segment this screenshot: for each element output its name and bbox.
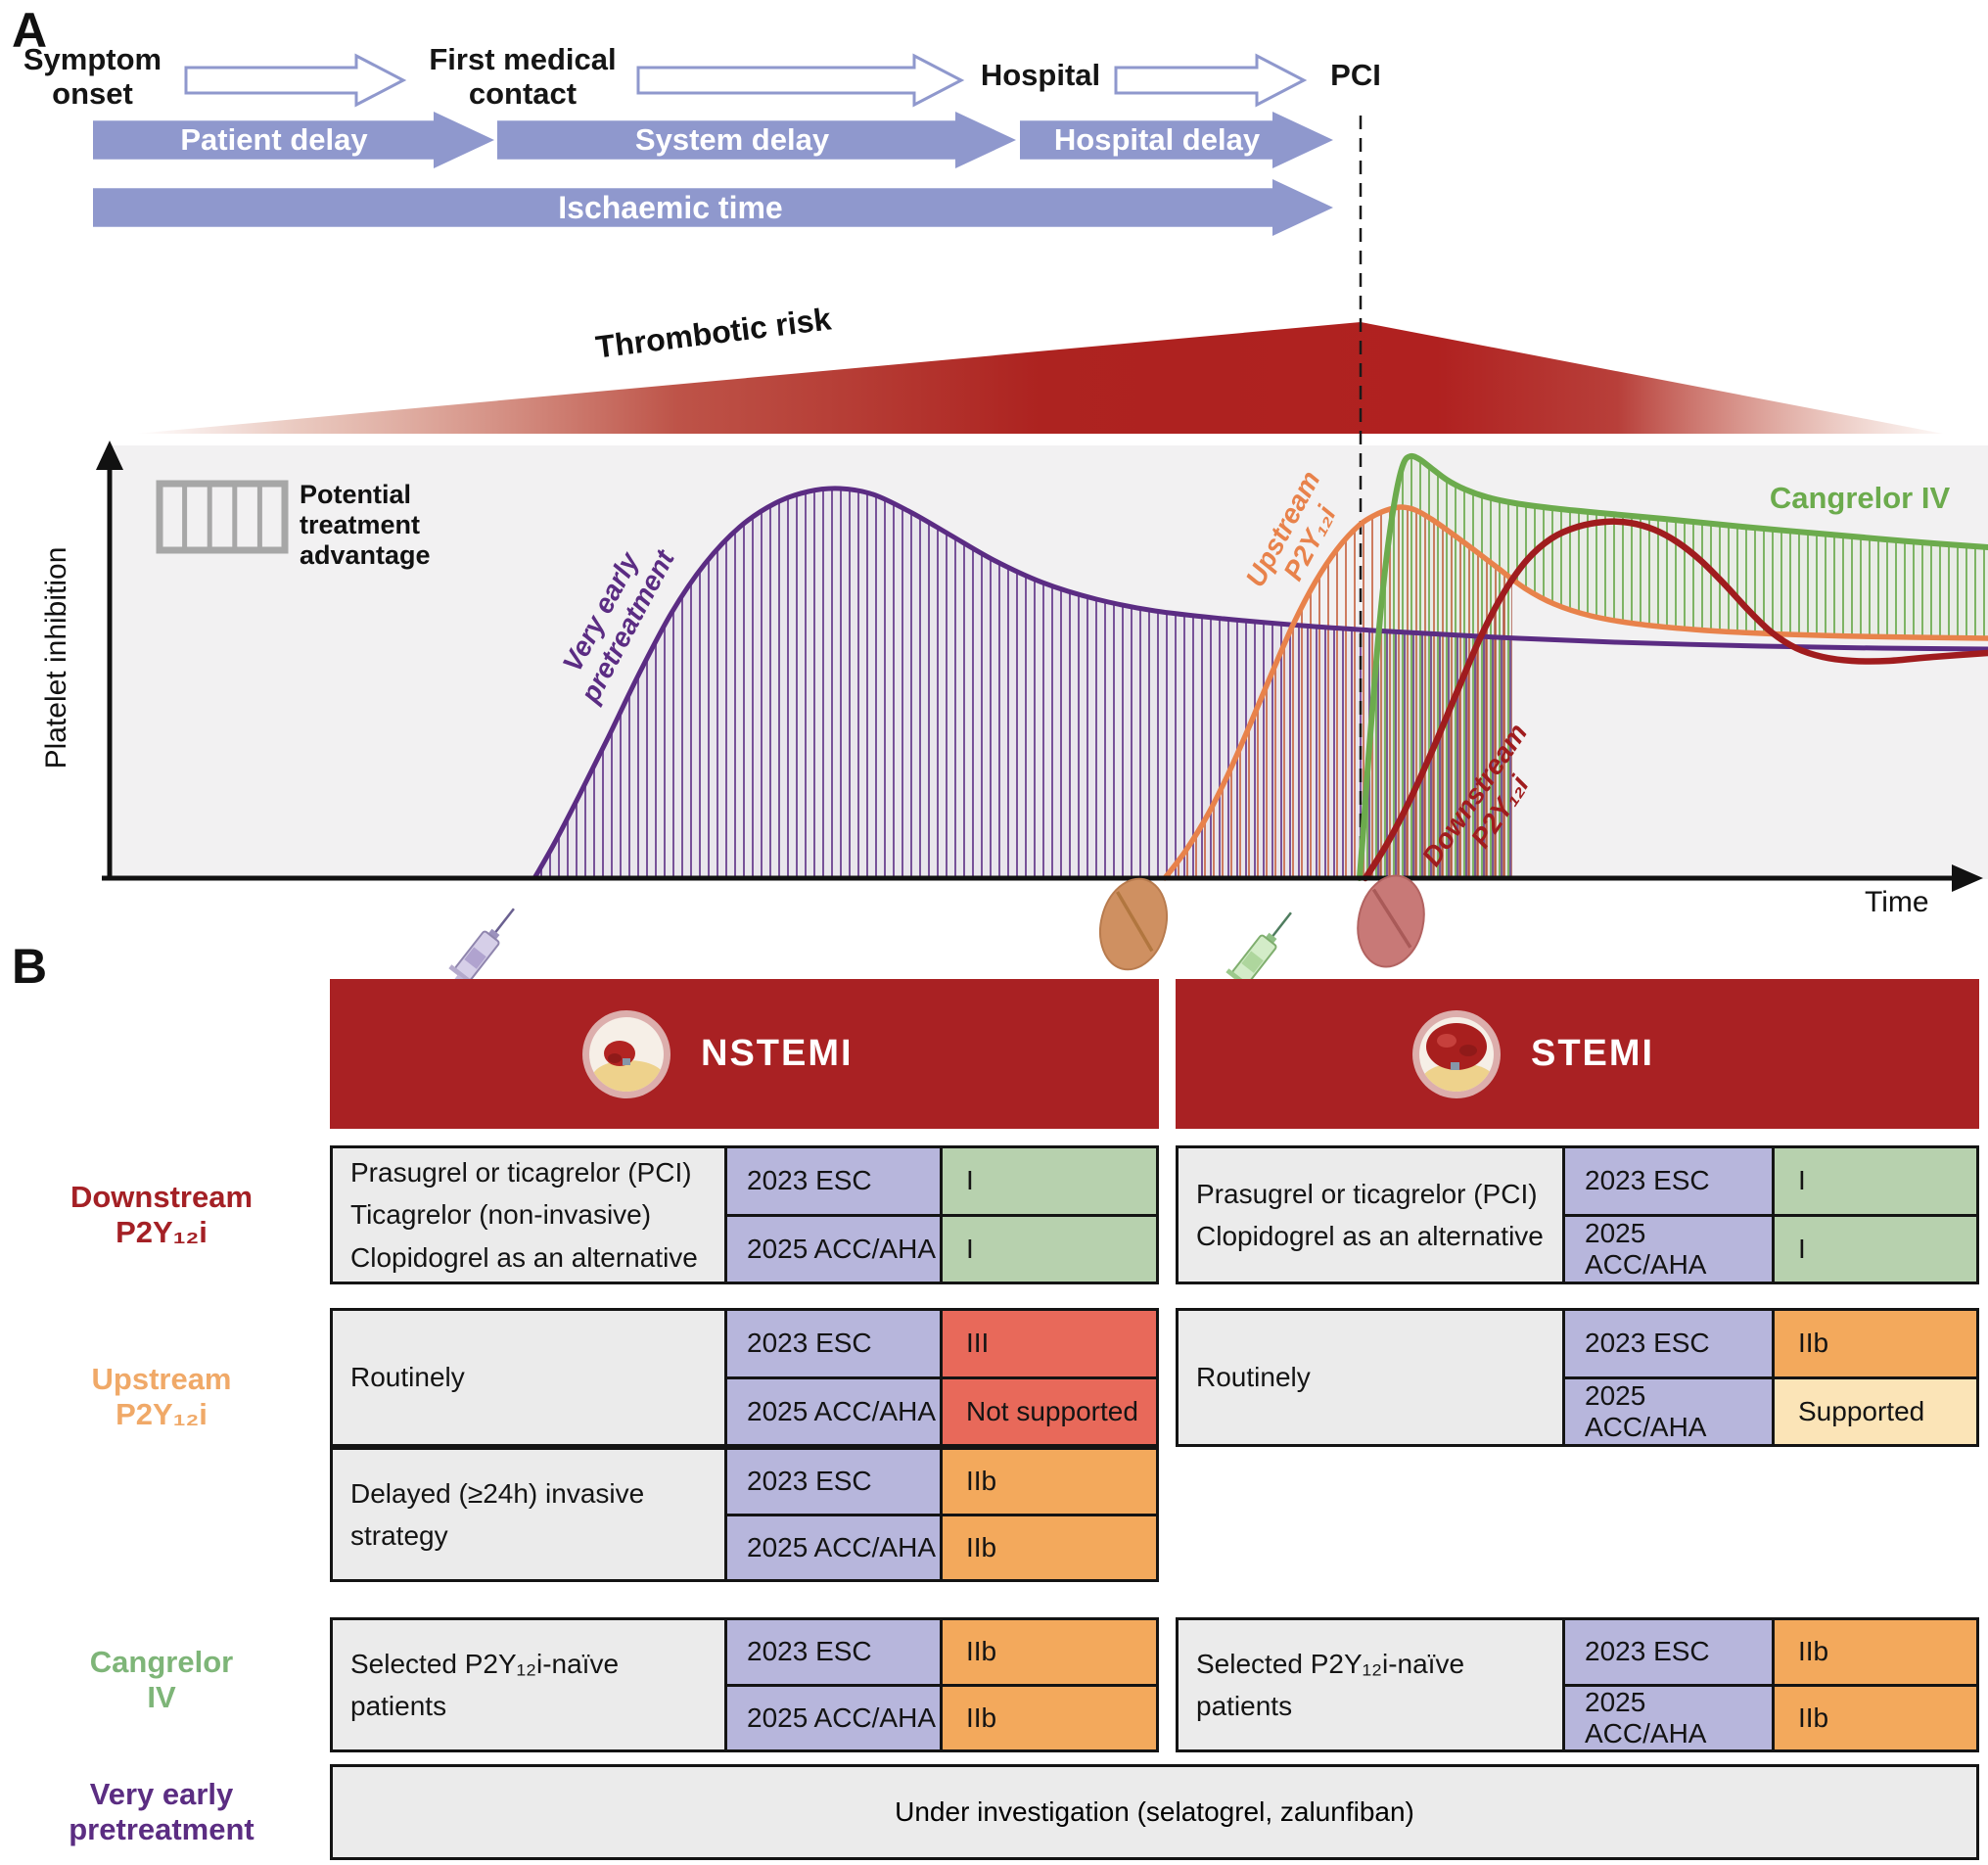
cangrelor-curve-label: Cangrelor IV — [1769, 481, 1951, 515]
nstemi-artery-icon — [582, 1009, 670, 1098]
guideline-cell: 2023 ESC — [1565, 1148, 1772, 1214]
guideline-cell: 2025 ACC/AHA — [1565, 1378, 1772, 1444]
rating-cell: IIb — [1775, 1686, 1976, 1749]
rating-cell: IIb — [943, 1450, 1156, 1514]
guideline-cell: 2025 ACC/AHA — [1565, 1216, 1772, 1282]
guideline-cell: 2025 ACC/AHA — [727, 1216, 940, 1282]
table-row: Prasugrel or ticagrelor (PCI) Ticagrelor… — [330, 1145, 1159, 1284]
system-delay-arrow-label: System delay — [634, 122, 830, 157]
nstemi-upstream-delayed-desc: Delayed (≥24h) invasive strategy — [333, 1450, 724, 1579]
nstemi-upstream-routinely-desc: Routinely — [333, 1311, 724, 1444]
guideline-cell: 2023 ESC — [1565, 1311, 1772, 1376]
nstemi-downstream-desc: Prasugrel or ticagrelor (PCI) Ticagrelor… — [333, 1148, 724, 1282]
guideline-cell: 2023 ESC — [727, 1311, 940, 1376]
guideline-cell: 2023 ESC — [727, 1450, 940, 1514]
guideline-cell: 2025 ACC/AHA — [727, 1378, 940, 1444]
rating-cell: I — [943, 1148, 1156, 1214]
stemi-header-label: STEMI — [1531, 1033, 1655, 1074]
platelet-inhibition-curves — [532, 452, 1988, 882]
under-investigation-cell: Under investigation (selatogrel, zalunfi… — [333, 1767, 1976, 1857]
x-axis-label: Time — [1865, 886, 1929, 918]
guideline-cell: 2023 ESC — [727, 1148, 940, 1214]
table-row: Routinely 2023 ESC III 2025 ACC/AHA Not … — [330, 1308, 1159, 1447]
stemi-artery-icon — [1412, 1009, 1501, 1098]
table-row: Selected P2Y₁₂i-naïve patients 2023 ESC … — [1176, 1617, 1979, 1752]
table-row: Prasugrel or ticagrelor (PCI) Clopidogre… — [1176, 1145, 1979, 1284]
delay-arrows — [93, 112, 1333, 236]
rating-cell: I — [1775, 1148, 1976, 1214]
hospital-delay-arrow-label: Hospital delay — [1053, 122, 1261, 157]
syringe-green-icon — [1222, 911, 1292, 979]
guideline-cell: 2025 ACC/AHA — [727, 1686, 940, 1749]
rating-cell: I — [943, 1216, 1156, 1282]
stemi-upstream-desc: Routinely — [1179, 1311, 1562, 1444]
row-label-downstream: Downstream P2Y₁₂i — [69, 1180, 254, 1249]
stage-first-medical-contact: First medical contact — [429, 42, 617, 111]
row-label-cangrelor: Cangrelor IV — [89, 1645, 234, 1714]
rating-cell: Not supported — [943, 1378, 1156, 1444]
rating-cell: IIb — [943, 1620, 1156, 1684]
rating-cell: IIb — [943, 1686, 1156, 1749]
table-row: Delayed (≥24h) invasive strategy 2023 ES… — [330, 1447, 1159, 1582]
axes — [96, 441, 1983, 892]
stage-arrows — [184, 53, 1308, 108]
guideline-cell: 2025 ACC/AHA — [727, 1515, 940, 1579]
rating-cell: Supported — [1775, 1378, 1976, 1444]
stage-hospital: Hospital — [980, 58, 1101, 92]
nstemi-header-label: NSTEMI — [701, 1033, 854, 1074]
nstemi-cangrelor-desc: Selected P2Y₁₂i-naïve patients — [333, 1620, 724, 1749]
stage-pci: PCI — [1330, 58, 1381, 92]
guideline-cell: 2023 ESC — [1565, 1620, 1772, 1684]
thrombotic-risk-shape — [135, 322, 1943, 434]
y-axis-label: Platelet inhibition — [40, 546, 72, 769]
table-row: Routinely 2023 ESC IIb 2025 ACC/AHA Supp… — [1176, 1308, 1979, 1447]
table-row: Selected P2Y₁₂i-naïve patients 2023 ESC … — [330, 1617, 1159, 1752]
stage-symptom-onset: Symptom onset — [23, 42, 162, 111]
panel-b-letter: B — [12, 939, 48, 994]
stemi-header: STEMI — [1176, 979, 1979, 1129]
panel-a-graphic — [93, 53, 1988, 979]
legend-label: Potential treatment advantage — [300, 480, 431, 571]
rating-cell: I — [1775, 1216, 1976, 1282]
rating-cell: III — [943, 1311, 1156, 1376]
guideline-cell: 2025 ACC/AHA — [1565, 1686, 1772, 1749]
legend-hatch-box — [156, 480, 289, 554]
row-label-upstream: Upstream P2Y₁₂i — [91, 1362, 232, 1431]
panel-a-letter: A — [12, 3, 48, 58]
syringe-purple-icon — [444, 908, 515, 979]
row-label-very-early: Very early pretreatment — [69, 1777, 254, 1846]
rating-cell: IIb — [1775, 1620, 1976, 1684]
guideline-cell: 2023 ESC — [727, 1620, 940, 1684]
rating-cell: IIb — [943, 1515, 1156, 1579]
stemi-cangrelor-desc: Selected P2Y₁₂i-naïve patients — [1179, 1620, 1562, 1749]
ischaemic-time-arrow-label: Ischaemic time — [558, 189, 783, 225]
very-early-pretreatment-row: Under investigation (selatogrel, zalunfi… — [330, 1764, 1979, 1860]
pill-orange-icon — [1099, 877, 1168, 971]
pill-red-icon — [1357, 874, 1425, 968]
patient-delay-arrow-label: Patient delay — [180, 122, 368, 157]
rating-cell: IIb — [1775, 1311, 1976, 1376]
stemi-downstream-desc: Prasugrel or ticagrelor (PCI) Clopidogre… — [1179, 1148, 1562, 1282]
nstemi-header: NSTEMI — [330, 979, 1159, 1129]
